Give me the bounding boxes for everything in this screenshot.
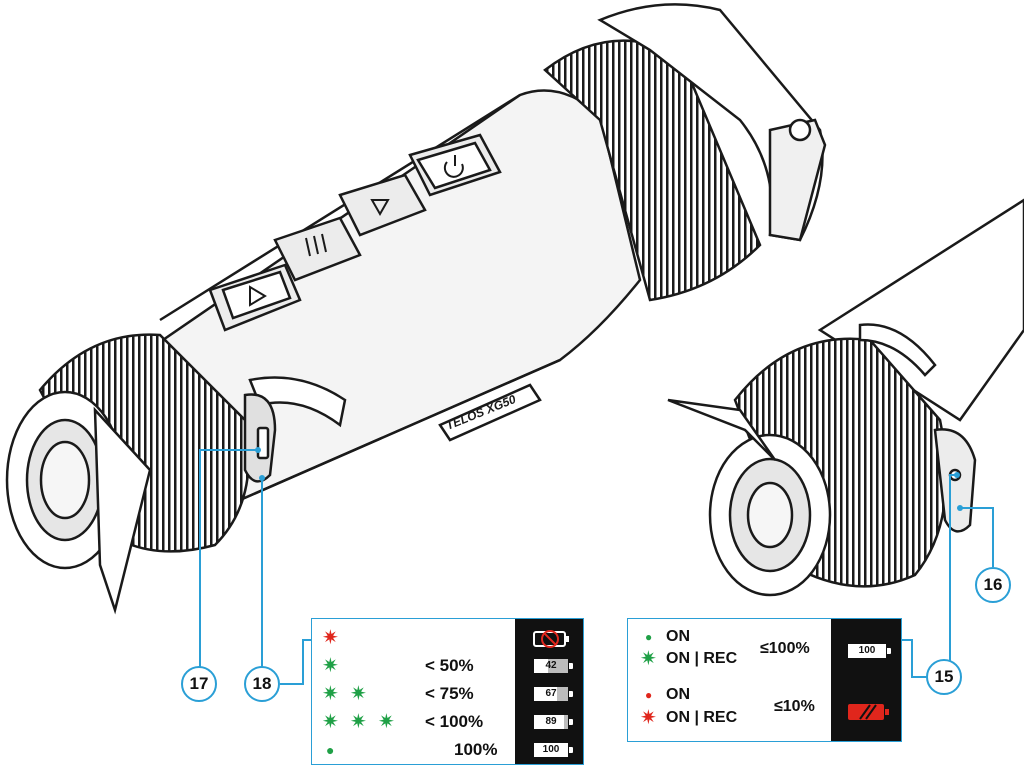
blink-star-icon: ✷ [322,655,339,677]
steady-dot-icon: ● [645,688,653,702]
callout-17: 17 [181,666,217,702]
charge-percent: < 75% [425,684,474,703]
battery-low-icon [848,704,889,720]
blink-star-icon: ✷ [640,648,657,670]
battery-icon: 100 [534,743,573,757]
blink-star-icon: ✷ [350,683,367,705]
monocular-secondary [667,198,1024,597]
battery-icon: 100 [848,644,891,658]
monocular-main [5,3,827,615]
battery-icon: 89 [534,715,573,729]
charge-percent: < 100% [425,712,484,731]
arrow-icon [370,199,390,217]
steady-dot-icon: ● [645,630,653,644]
status-indicator-table: ● ON ✷ ON | REC ≤100% 100 ● ON ✷ ON | RE… [627,618,902,742]
charge-row-50: ✷ < 50% 42 [312,655,583,677]
status-on: ON [666,686,690,703]
status-low-percent: ≤10% [774,698,815,715]
status-on: ON [666,628,690,645]
charge-row-full: ● 100% 100 [312,739,583,761]
menu-icon [305,233,327,257]
charge-row-75: ✷ ✷ < 75% 67 [312,683,583,705]
blink-star-icon: ✷ [378,711,395,733]
blink-star-icon: ✷ [322,711,339,733]
charge-percent: < 50% [425,656,474,675]
blink-star-icon: ✷ [350,711,367,733]
steady-dot-icon: ● [326,742,335,758]
arrow-icon [249,285,267,307]
battery-icon: 67 [534,687,573,701]
callout-16: 16 [975,567,1011,603]
status-on-rec: ON | REC [666,709,738,726]
blink-star-icon: ✷ [322,683,339,705]
charge-row-empty: ✷ [312,627,583,649]
blink-star-icon: ✷ [322,627,339,649]
charge-row-100: ✷ ✷ ✷ < 100% 89 [312,711,583,733]
status-high-percent: ≤100% [760,640,810,657]
charge-indicator-table: ✷ ✷ < 50% 42 ✷ ✷ < 75% 67 ✷ ✷ ✷ < 100% [311,618,584,765]
status-battery-column [831,619,901,741]
blink-star-icon: ✷ [640,707,657,729]
callout-18: 18 [244,666,280,702]
status-on-rec: ON | REC [666,650,738,667]
charge-percent: 100% [454,740,498,759]
battery-no-charge-icon [533,630,569,648]
battery-icon: 42 [534,659,573,673]
power-icon [443,155,464,178]
callout-15: 15 [926,659,962,695]
